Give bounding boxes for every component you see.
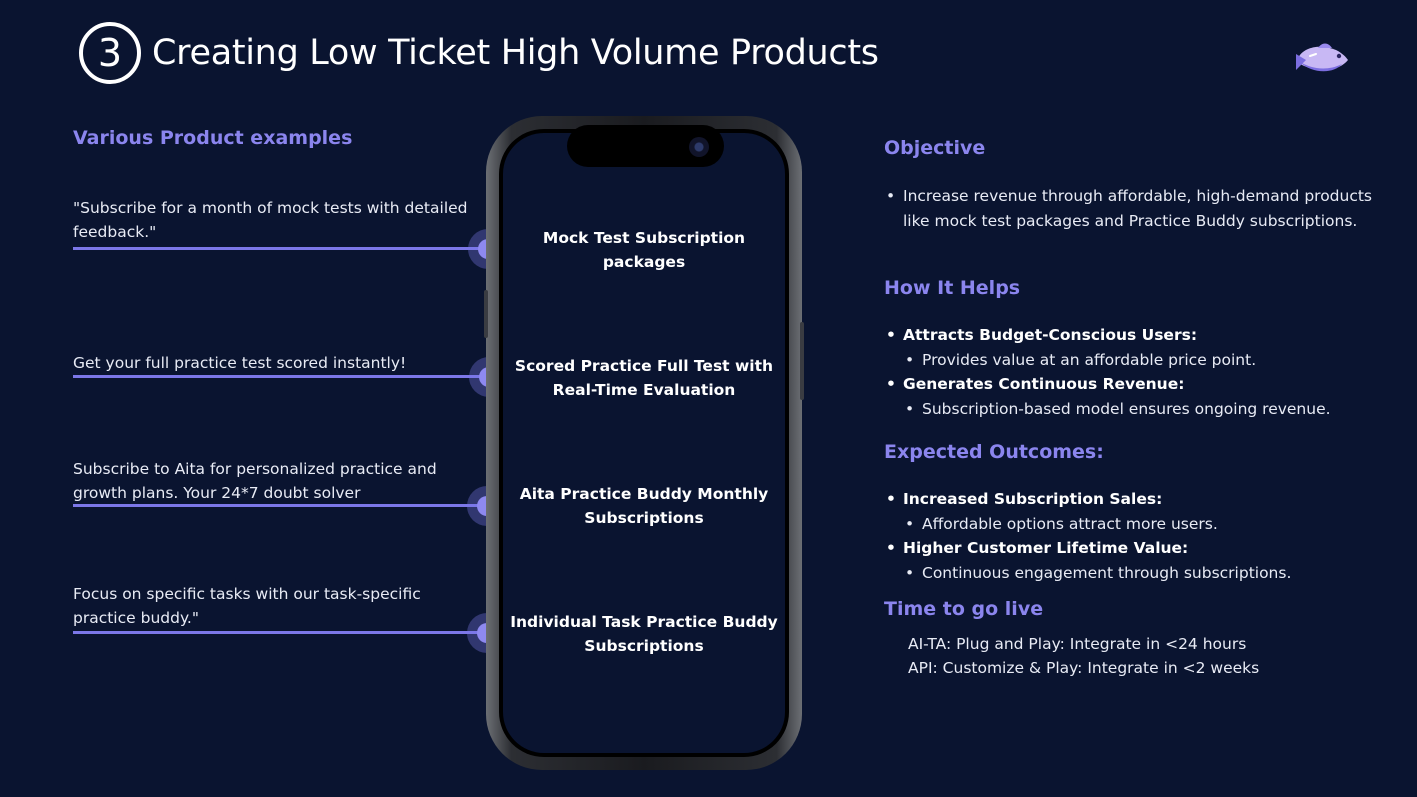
go-live-line-aita: AI-TA: Plug and Play: Integrate in <24 h… (908, 635, 1247, 653)
connector-line (73, 247, 490, 250)
objective-heading: Objective (884, 137, 986, 159)
page-title: Creating Low Ticket High Volume Products (152, 33, 879, 73)
phone-side-button (484, 290, 488, 338)
product-item-task-buddy: Individual Task Practice Buddy Subscript… (510, 613, 778, 655)
quote-practice-test: Get your full practice test scored insta… (73, 354, 407, 372)
step-number: 3 (97, 31, 123, 75)
connector-line (73, 631, 490, 634)
outcome-item-detail: Continuous engagement through subscripti… (884, 561, 1374, 586)
go-live-line-api: API: Customize & Play: Integrate in <2 w… (908, 659, 1260, 677)
helps-item-title: Attracts Budget-Conscious Users: (884, 323, 1374, 348)
objective-list: Increase revenue through affordable, hig… (884, 184, 1374, 233)
quote-task-buddy: Focus on specific tasks with our task-sp… (73, 585, 421, 627)
product-item-scored-test: Scored Practice Full Test with Real-Time… (514, 357, 774, 399)
outcome-item-title: Higher Customer Lifetime Value: (884, 536, 1374, 561)
time-to-go-live-heading: Time to go live (884, 598, 1044, 620)
outcome-item-detail: Affordable options attract more users. (884, 512, 1374, 537)
outcome-item-title: Increased Subscription Sales: (884, 487, 1374, 512)
step-number-badge: 3 (79, 22, 141, 84)
product-examples-heading: Various Product examples (73, 127, 353, 149)
quote-mock-test: "Subscribe for a month of mock tests wit… (73, 199, 468, 241)
how-it-helps-heading: How It Helps (884, 277, 1021, 299)
objective-item: Increase revenue through affordable, hig… (884, 184, 1374, 233)
helps-item-detail: Subscription-based model ensures ongoing… (884, 397, 1374, 422)
helps-item-title: Generates Continuous Revenue: (884, 372, 1374, 397)
fish-logo-icon (1296, 43, 1348, 72)
connector-line (73, 504, 490, 507)
product-item-aita-buddy: Aita Practice Buddy Monthly Subscription… (519, 485, 769, 527)
connector-line (73, 375, 490, 378)
quote-practice-buddy: Subscribe to Aita for personalized pract… (73, 460, 437, 502)
phone-power-button (800, 322, 804, 400)
expected-outcomes-heading: Expected Outcomes: (884, 441, 1104, 463)
helps-item-detail: Provides value at an affordable price po… (884, 348, 1374, 373)
product-item-mock-test: Mock Test Subscription packages (542, 229, 746, 271)
how-it-helps-list: Attracts Budget-Conscious Users: Provide… (884, 323, 1374, 421)
camera-icon (689, 137, 709, 157)
expected-outcomes-list: Increased Subscription Sales: Affordable… (884, 487, 1374, 585)
phone-screen (503, 133, 785, 753)
